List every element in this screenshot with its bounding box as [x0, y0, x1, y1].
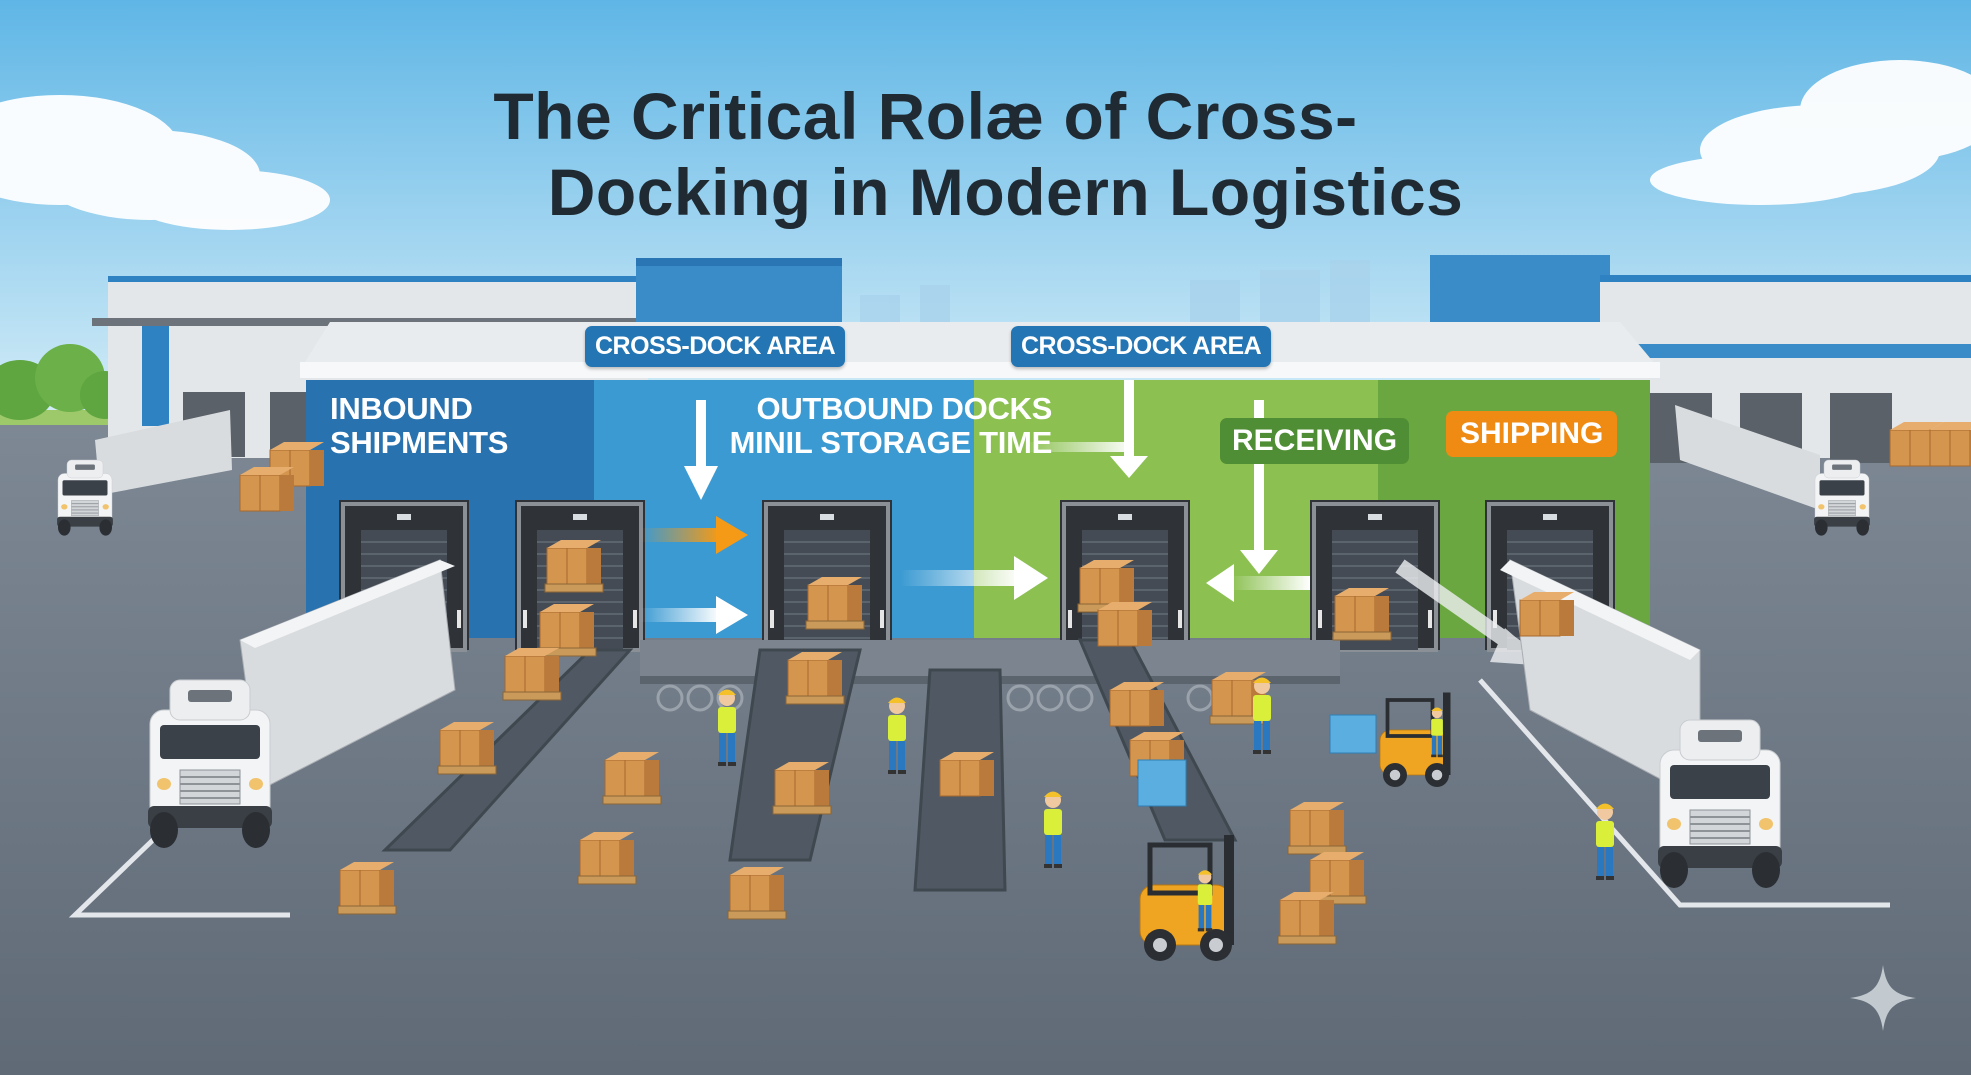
inbound-shipments-label: INBOUND SHIPMENTS: [330, 392, 508, 460]
cross-dock-area-tag-1: CROSS-DOCK AREA: [585, 326, 846, 367]
outbound-label-line-1: OUTBOUND DOCKS: [756, 391, 1053, 426]
outbound-docks-label: OUTBOUND DOCKS MINIL STORAGE TIME: [720, 391, 1053, 460]
title-line-1: The Critical Rolæ of Cross-: [493, 79, 1358, 153]
truck-background-right: [1675, 405, 1871, 537]
inbound-label-line-2: SHIPMENTS: [330, 425, 509, 460]
skyline: [860, 260, 1370, 325]
cloud-left: [0, 95, 330, 230]
truck-background-left: [56, 410, 232, 537]
title-line-2: Docking in Modern Logistics: [547, 155, 1464, 229]
blue-packages: [1137, 714, 1377, 807]
inbound-label-line-1: INBOUND: [330, 391, 473, 426]
shipping-tag: SHIPPING: [1446, 411, 1618, 457]
sparkle-star-icon: [1850, 965, 1916, 1031]
flow-arrow-right-2: [900, 556, 1048, 600]
receiving-tag: RECEIVING: [1220, 418, 1410, 464]
cloud-right: [1650, 60, 1971, 205]
flow-arrow-orange: [640, 516, 748, 554]
warehouse-center: [636, 255, 1610, 335]
flow-arrow-down-1: [684, 400, 718, 500]
flow-arrow-down-2: [1024, 380, 1148, 478]
page-title: The Critical Rolæ of Cross- Docking in M…: [0, 78, 1971, 230]
flow-arrow-receiving: [1206, 400, 1310, 602]
truck-inbound: [147, 559, 456, 849]
main-roof: [300, 322, 1660, 378]
cross-dock-area-tag-2: CROSS-DOCK AREA: [1011, 326, 1272, 367]
outbound-label-line-2: MINIL STORAGE TIME: [729, 425, 1053, 460]
flow-arrow-right-1: [640, 596, 748, 634]
